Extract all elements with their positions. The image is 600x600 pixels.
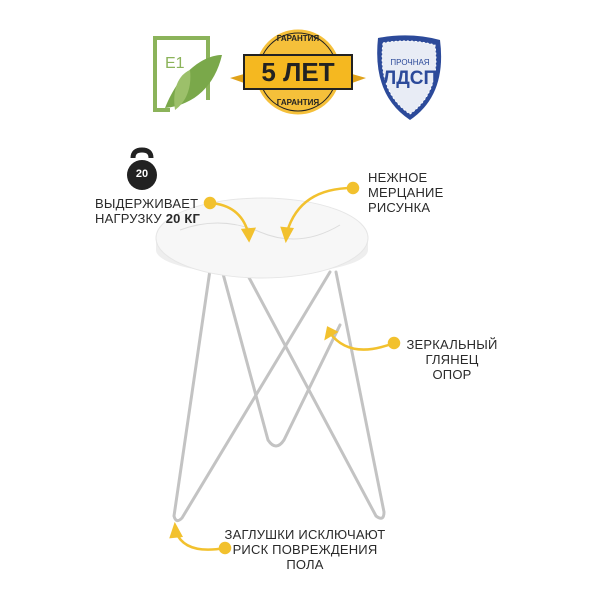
callout-pattern: НЕЖНОЕ МЕРЦАНИЕ РИСУНКА [368,170,443,215]
warranty-top-text: ГАРАНТИЯ [276,34,320,43]
warranty-badge-icon [230,26,366,118]
kettlebell-icon [127,147,157,190]
callout-arrows [169,181,401,555]
ldsp-top-text: ПРОЧНАЯ [390,58,430,67]
warranty-main-text: 5 ЛЕТ [261,57,335,87]
callout-pattern-line3: РИСУНКА [368,200,431,215]
kettlebell-weight: 20 [135,168,149,180]
load-value: 20 КГ [165,211,201,226]
callout-mirror-line3: ОПОР [432,367,472,382]
ldsp-shield-icon [377,35,442,120]
e1-eco-badge-icon [153,36,222,112]
callout-caps-line1: ЗАГЛУШКИ ИСКЛЮЧАЮТ [224,527,386,542]
callout-pattern-line2: МЕРЦАНИЕ [368,185,444,200]
e1-label: E1 [165,55,185,72]
callout-mirror-line2: ГЛЯНЕЦ [425,352,479,367]
callout-load: ВЫДЕРЖИВАЕТ НАГРУЗКУ 20 КГ [95,196,200,226]
callout-mirror-line1: ЗЕРКАЛЬНЫЙ [406,337,498,352]
table-legs [172,268,386,523]
callout-load-line2: НАГРУЗКУ 20 КГ [95,211,200,226]
callout-load-line1: ВЫДЕРЖИВАЕТ [95,196,199,211]
callout-caps: ЗАГЛУШКИ ИСКЛЮЧАЮТ РИСК ПОВРЕЖДЕНИЯ ПОЛА [220,527,390,572]
ldsp-main-text: ЛДСП [382,68,438,89]
load-text: НАГРУЗКУ [95,211,166,226]
table-top [155,197,369,279]
callout-caps-line2: РИСК ПОВРЕЖДЕНИЯ [232,542,378,557]
callout-mirror: ЗЕРКАЛЬНЫЙ ГЛЯНЕЦ ОПОР [402,337,502,382]
callout-pattern-line1: НЕЖНОЕ [368,170,428,185]
warranty-bottom-text: ГАРАНТИЯ [276,98,320,107]
callout-caps-line3: ПОЛА [286,557,324,572]
